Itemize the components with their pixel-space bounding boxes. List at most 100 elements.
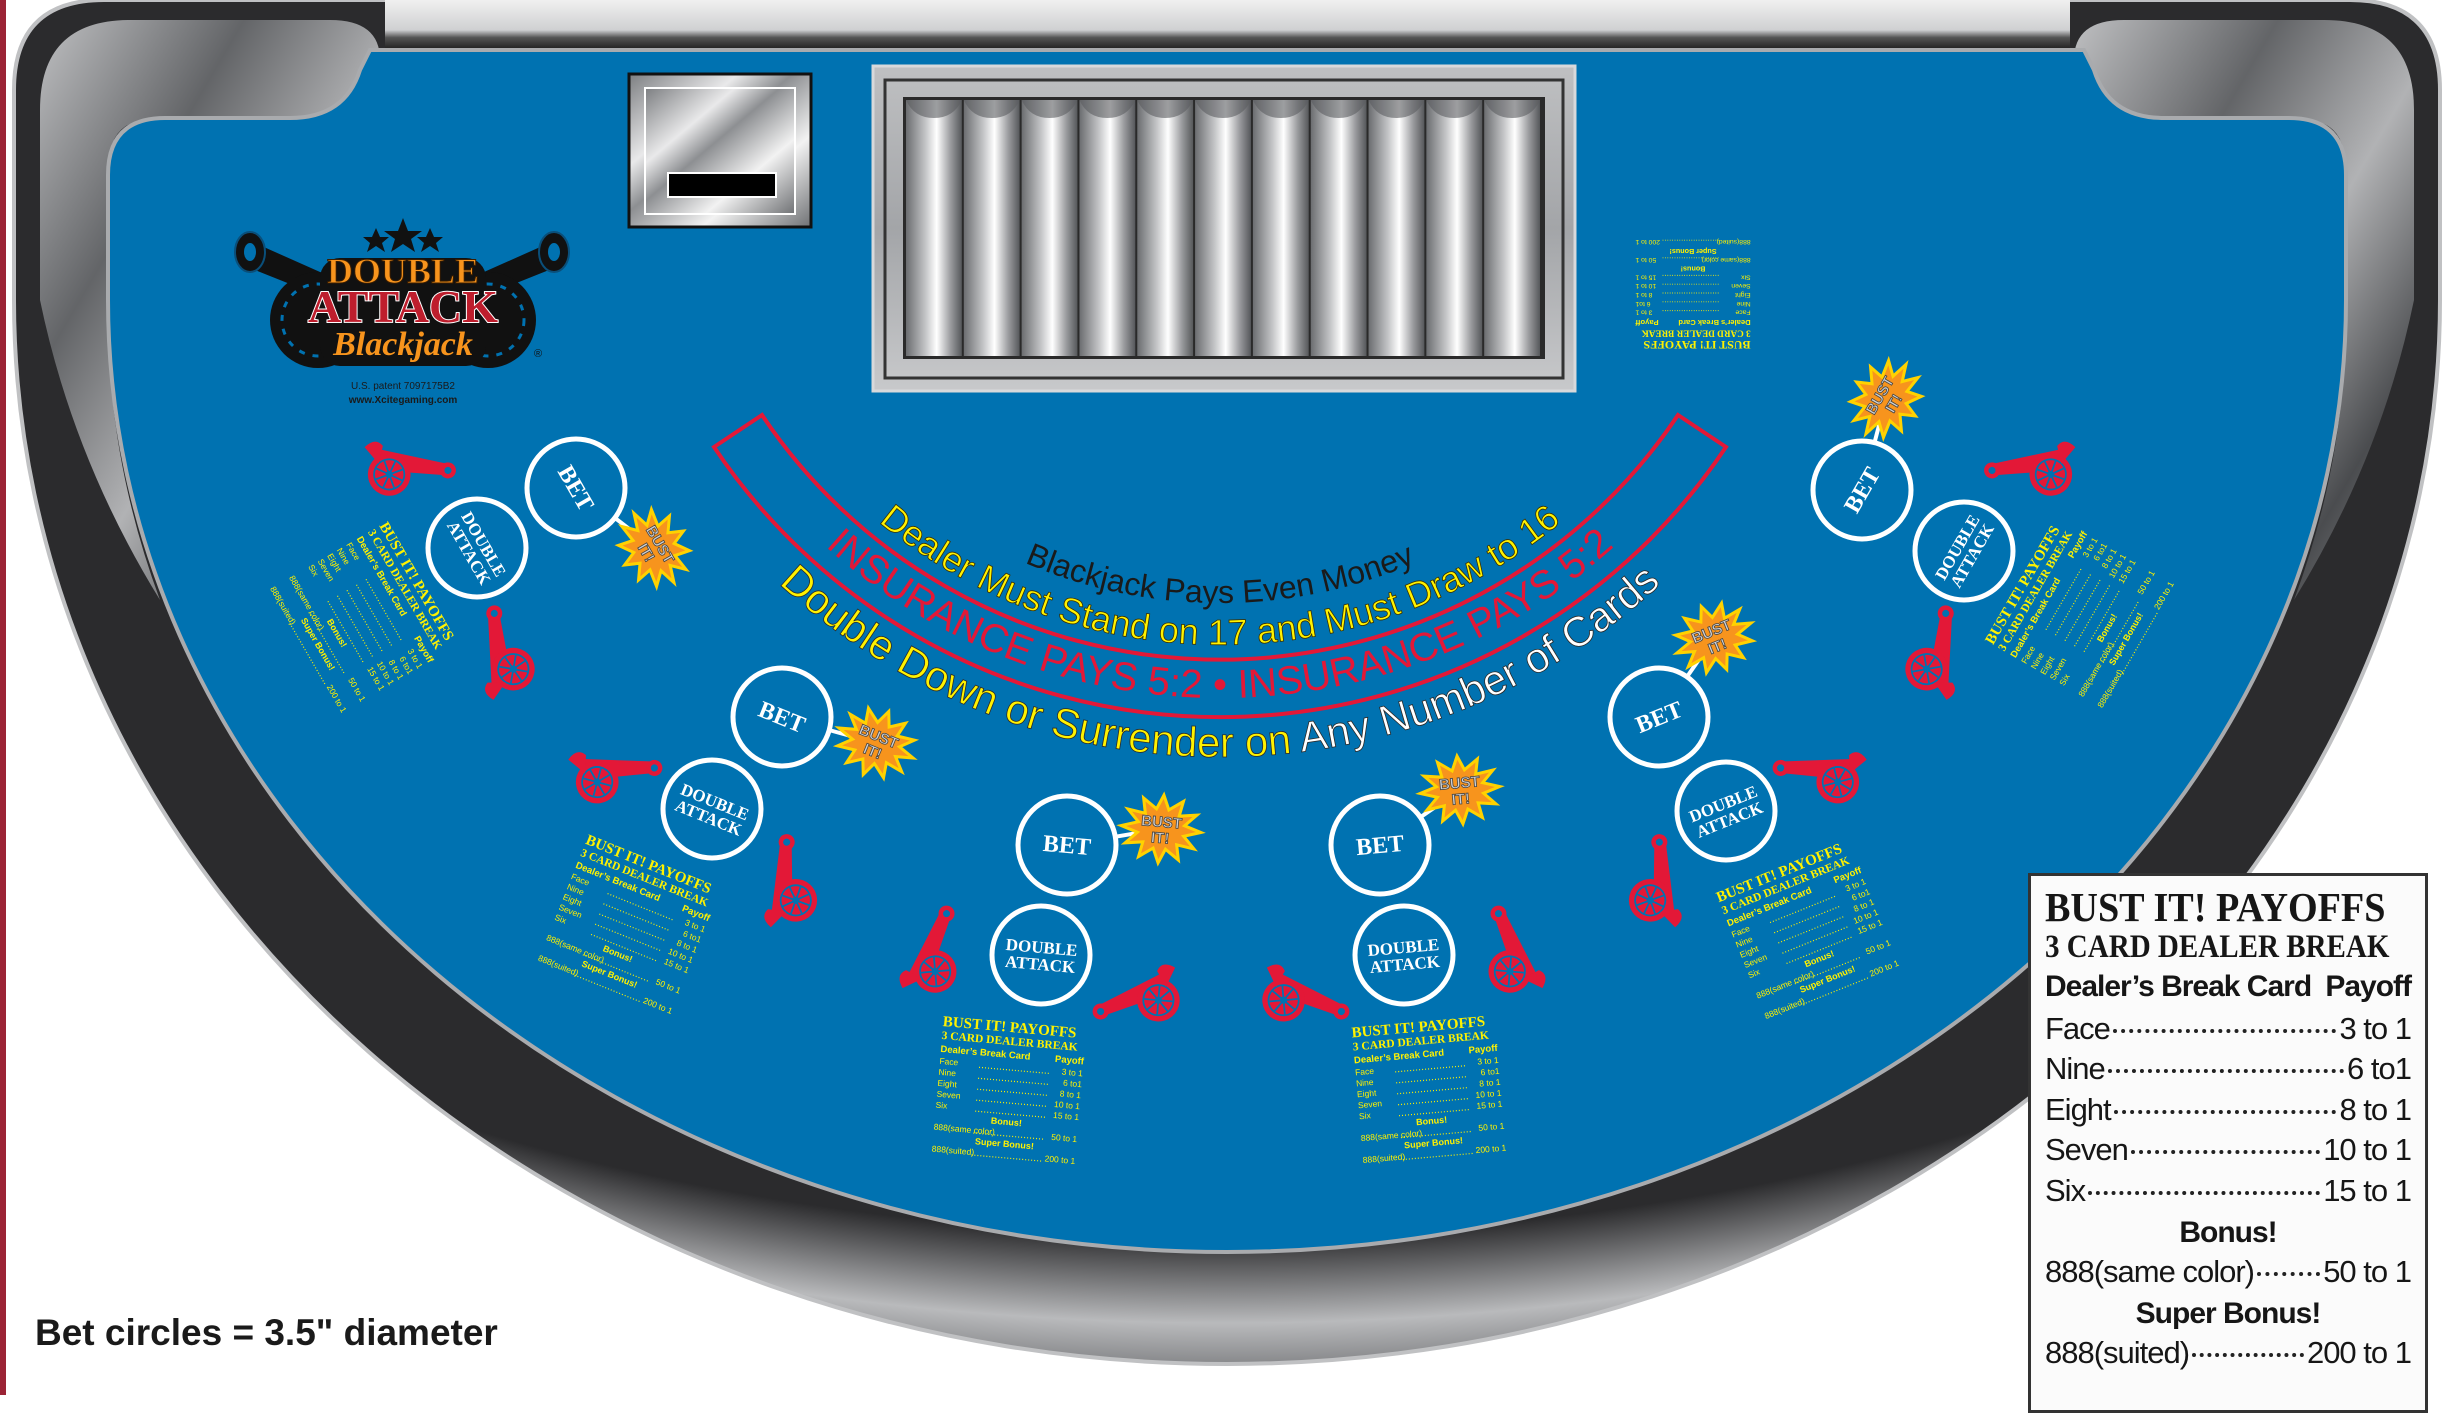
mini-col-payoff: Payoff: [1054, 1054, 1085, 1068]
mini-dot-leader: [356, 584, 394, 648]
chip-tube: [1368, 100, 1425, 356]
mini-payoff-subtitle: 3 CARD DEALER BREAK: [1641, 329, 1751, 339]
starburst-icon: [1116, 791, 1206, 867]
bet-circle[interactable]: [730, 665, 834, 769]
mini-payoff: 3 to 1: [1061, 1067, 1083, 1079]
mini-payoff: 3 to 1: [1477, 1055, 1499, 1067]
mini-card: Nine: [938, 1067, 957, 1079]
mini-card: 888(same color): [1701, 256, 1750, 263]
mini-payoff: 50 to 1: [1478, 1121, 1505, 1133]
chip-tube-cap: [905, 100, 962, 118]
mini-card: Nine: [1736, 300, 1750, 307]
bet-spot[interactable]: BET: [730, 665, 834, 769]
mini-payoff: 200 to 1: [1475, 1142, 1507, 1155]
mini-dot-leader: [1395, 1064, 1467, 1073]
chip-tube: [906, 100, 962, 356]
dot-leader: [2112, 1028, 2337, 1033]
col-payoff-header: Payoff: [2325, 970, 2412, 1003]
logo-line-blackjack: Blackjack: [332, 326, 473, 363]
felt: [106, 48, 2348, 1254]
bet-circle[interactable]: [1328, 793, 1432, 897]
bet-circle[interactable]: [1015, 793, 1119, 897]
bet-spot[interactable]: BET: [524, 436, 628, 540]
logo-website: www.Xcitegaming.com: [348, 395, 458, 406]
bet-circle[interactable]: [1607, 665, 1711, 769]
double-attack-circle[interactable]: [425, 496, 529, 600]
double-attack-circle[interactable]: [660, 757, 764, 861]
mini-payoff: 3 to 1: [1635, 309, 1652, 316]
mini-col-payoff: Payoff: [1635, 318, 1659, 327]
it-label: IT!: [1451, 790, 1471, 809]
chip-tube-cap: [963, 100, 1020, 118]
bet-label: BET: [1355, 831, 1405, 861]
double-attack-circle[interactable]: [989, 903, 1093, 1007]
chip-tube-cap: [1021, 100, 1078, 118]
chip-tube: [1195, 100, 1251, 356]
bet-label: BET: [1042, 831, 1092, 861]
chip-tube-cap: [1368, 100, 1425, 118]
dot-leader: [2256, 1271, 2321, 1276]
super-bonus-row: 888(suited)200 to 1: [2045, 1335, 2412, 1376]
mini-card: Six: [1358, 1110, 1371, 1121]
chip-tube: [963, 100, 1020, 356]
bet-spot[interactable]: BET: [1015, 793, 1119, 897]
mini-dot-leader: [975, 1110, 1047, 1119]
payoff: 8 to 1: [2339, 1091, 2412, 1127]
mini-card: Face: [1355, 1066, 1375, 1078]
super-bonus-heading: Super Bonus!: [2135, 1297, 2322, 1330]
dot-leader: [2130, 1150, 2321, 1154]
mini-payoff: 50 to 1: [1051, 1132, 1078, 1144]
bet-circle-size-note: Bet circles = 3.5" diameter: [35, 1312, 498, 1353]
double-attack-circle[interactable]: [1352, 903, 1456, 1007]
bet-circle[interactable]: [1810, 438, 1914, 542]
chip-tube: [1021, 100, 1078, 356]
double-attack-circle[interactable]: [1912, 499, 2016, 603]
mini-card: Six: [1746, 966, 1761, 980]
mini-card: Face: [939, 1056, 959, 1068]
mini-payoff: 8 to 1: [1059, 1088, 1081, 1100]
mini-dot-leader: [582, 954, 650, 983]
mini-payoff: 8 to 1: [1635, 291, 1652, 298]
page-edge-stripe: [0, 0, 6, 1395]
mini-dot-leader: [2064, 578, 2102, 642]
bet-spot[interactable]: BET: [1607, 665, 1711, 769]
bet-spot[interactable]: BET: [1810, 438, 1914, 542]
mini-card: Nine: [1356, 1077, 1375, 1089]
mini-payoff: 10 to 1: [1054, 1099, 1081, 1111]
mini-dot-leader: [327, 600, 365, 664]
logo-patent: U.S. patent 7097175B2: [351, 381, 455, 392]
payoff: 6 to1: [2347, 1051, 2412, 1086]
chip-tube-cap: [1252, 100, 1309, 118]
mini-dot-leader: [336, 595, 374, 659]
mini-dot-leader: [346, 589, 384, 653]
chip-tube-cap: [1484, 100, 1540, 118]
bonus-heading: Bonus!: [2179, 1216, 2277, 1249]
rail-highlight-right: [2074, 20, 2414, 600]
double-attack-circle[interactable]: [1674, 759, 1778, 863]
card: Face: [2045, 1010, 2111, 1046]
mini-bonus-heading: Bonus!: [991, 1116, 1023, 1129]
chip-tube: [1484, 100, 1540, 356]
mini-dot-leader: [2074, 583, 2112, 647]
dot-leader: [2107, 1069, 2345, 1073]
bet-circle[interactable]: [524, 436, 628, 540]
insurance-line: [711, 412, 1729, 720]
bet-spot[interactable]: BET: [1328, 793, 1432, 897]
card: Eight: [2045, 1091, 2112, 1127]
